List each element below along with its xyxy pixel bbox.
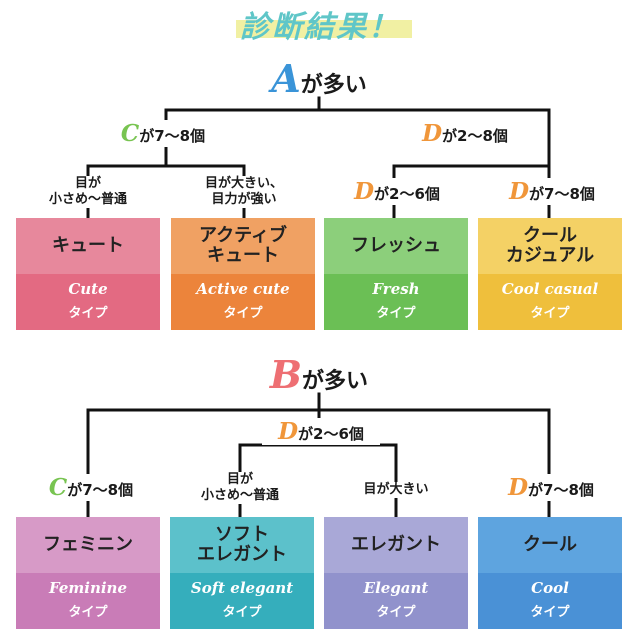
result-feminine-en: Feminine [49, 579, 127, 597]
root-a-letter: A [271, 56, 301, 101]
result-cool-type: タイプ [530, 605, 570, 620]
title-highlight [236, 20, 412, 38]
result-cool-casual: クールカジュアル Cool casual タイプ [478, 218, 622, 330]
result-fresh-type: タイプ [376, 306, 416, 321]
result-active-cute-en: Active cute [196, 280, 290, 298]
result-elegant: エレガント Elegant タイプ [324, 517, 468, 629]
result-cool: クール Cool タイプ [478, 517, 622, 629]
condition-active-cute: 目が大きい、 目力が強い [188, 176, 300, 208]
root-b-text: が多い [302, 369, 369, 394]
result-active-cute-type: タイプ [223, 306, 263, 321]
page-title: 診断結果！ [240, 10, 400, 45]
result-cool-casual-en: Cool casual [501, 280, 599, 298]
condition-soft-elegant: 目が 小さめ〜普通 [180, 472, 300, 504]
result-feminine-type: タイプ [68, 605, 108, 620]
branch-b-c-label: Cが7〜8個 [32, 474, 150, 501]
result-active-cute: アクティブキュート Active cute タイプ [171, 218, 315, 330]
result-cool-casual-name: クールカジュアル [478, 218, 622, 274]
result-feminine: フェミニン Feminine タイプ [16, 517, 160, 629]
root-b: Bが多い [259, 352, 379, 397]
result-fresh: フレッシュ Fresh タイプ [324, 218, 468, 330]
branch-b-d-right-letter: D [508, 474, 529, 501]
connector-b-root [86, 392, 551, 522]
branch-a-d-label: Dが2〜8個 [410, 120, 520, 147]
result-cute-name: キュート [16, 218, 160, 274]
result-cool-en: Cool [531, 579, 569, 597]
condition-cool-casual: Dが7〜8個 [495, 178, 609, 205]
result-cute-en: Cute [68, 280, 108, 298]
result-elegant-type: タイプ [376, 605, 416, 620]
result-fresh-en: Fresh [372, 280, 420, 298]
condition-fresh: Dが2〜6個 [340, 178, 454, 205]
branch-a-c-letter: C [120, 120, 140, 147]
condition-cute: 目が 小さめ〜普通 [28, 176, 148, 208]
connector-a-root [164, 96, 551, 168]
condition-cool-casual-letter: D [509, 178, 530, 205]
result-soft-elegant: ソフトエレガント Soft elegant タイプ [170, 517, 314, 629]
result-cool-casual-type: タイプ [530, 306, 570, 321]
result-soft-elegant-name: ソフトエレガント [170, 517, 314, 573]
condition-fresh-letter: D [354, 178, 375, 205]
result-active-cute-name: アクティブキュート [171, 218, 315, 274]
result-feminine-name: フェミニン [16, 517, 160, 573]
branch-b-c-letter: C [48, 474, 68, 501]
result-cool-name: クール [478, 517, 622, 573]
branch-b-d-right-label: Dが7〜8個 [492, 474, 610, 501]
result-soft-elegant-type: タイプ [222, 605, 262, 620]
branch-a-d-text: が2〜8個 [442, 127, 508, 145]
result-fresh-name: フレッシュ [324, 218, 468, 274]
result-elegant-name: エレガント [324, 517, 468, 573]
root-a-text: が多い [300, 73, 367, 98]
root-a: Aが多い [259, 56, 379, 101]
branch-b-d-mid-label: Dが2〜6個 [262, 418, 380, 445]
branch-a-d-letter: D [422, 120, 443, 147]
result-soft-elegant-en: Soft elegant [190, 579, 294, 597]
branch-a-c-text: が7〜8個 [139, 127, 206, 145]
branch-a-c-label: Cが7〜8個 [108, 120, 218, 147]
condition-elegant: 目が大きい [348, 482, 444, 498]
root-b-letter: B [269, 352, 303, 397]
branch-b-d-mid-letter: D [278, 418, 299, 445]
result-elegant-en: Elegant [363, 579, 429, 597]
result-cute: キュート Cute タイプ [16, 218, 160, 330]
result-cute-type: タイプ [68, 306, 108, 321]
